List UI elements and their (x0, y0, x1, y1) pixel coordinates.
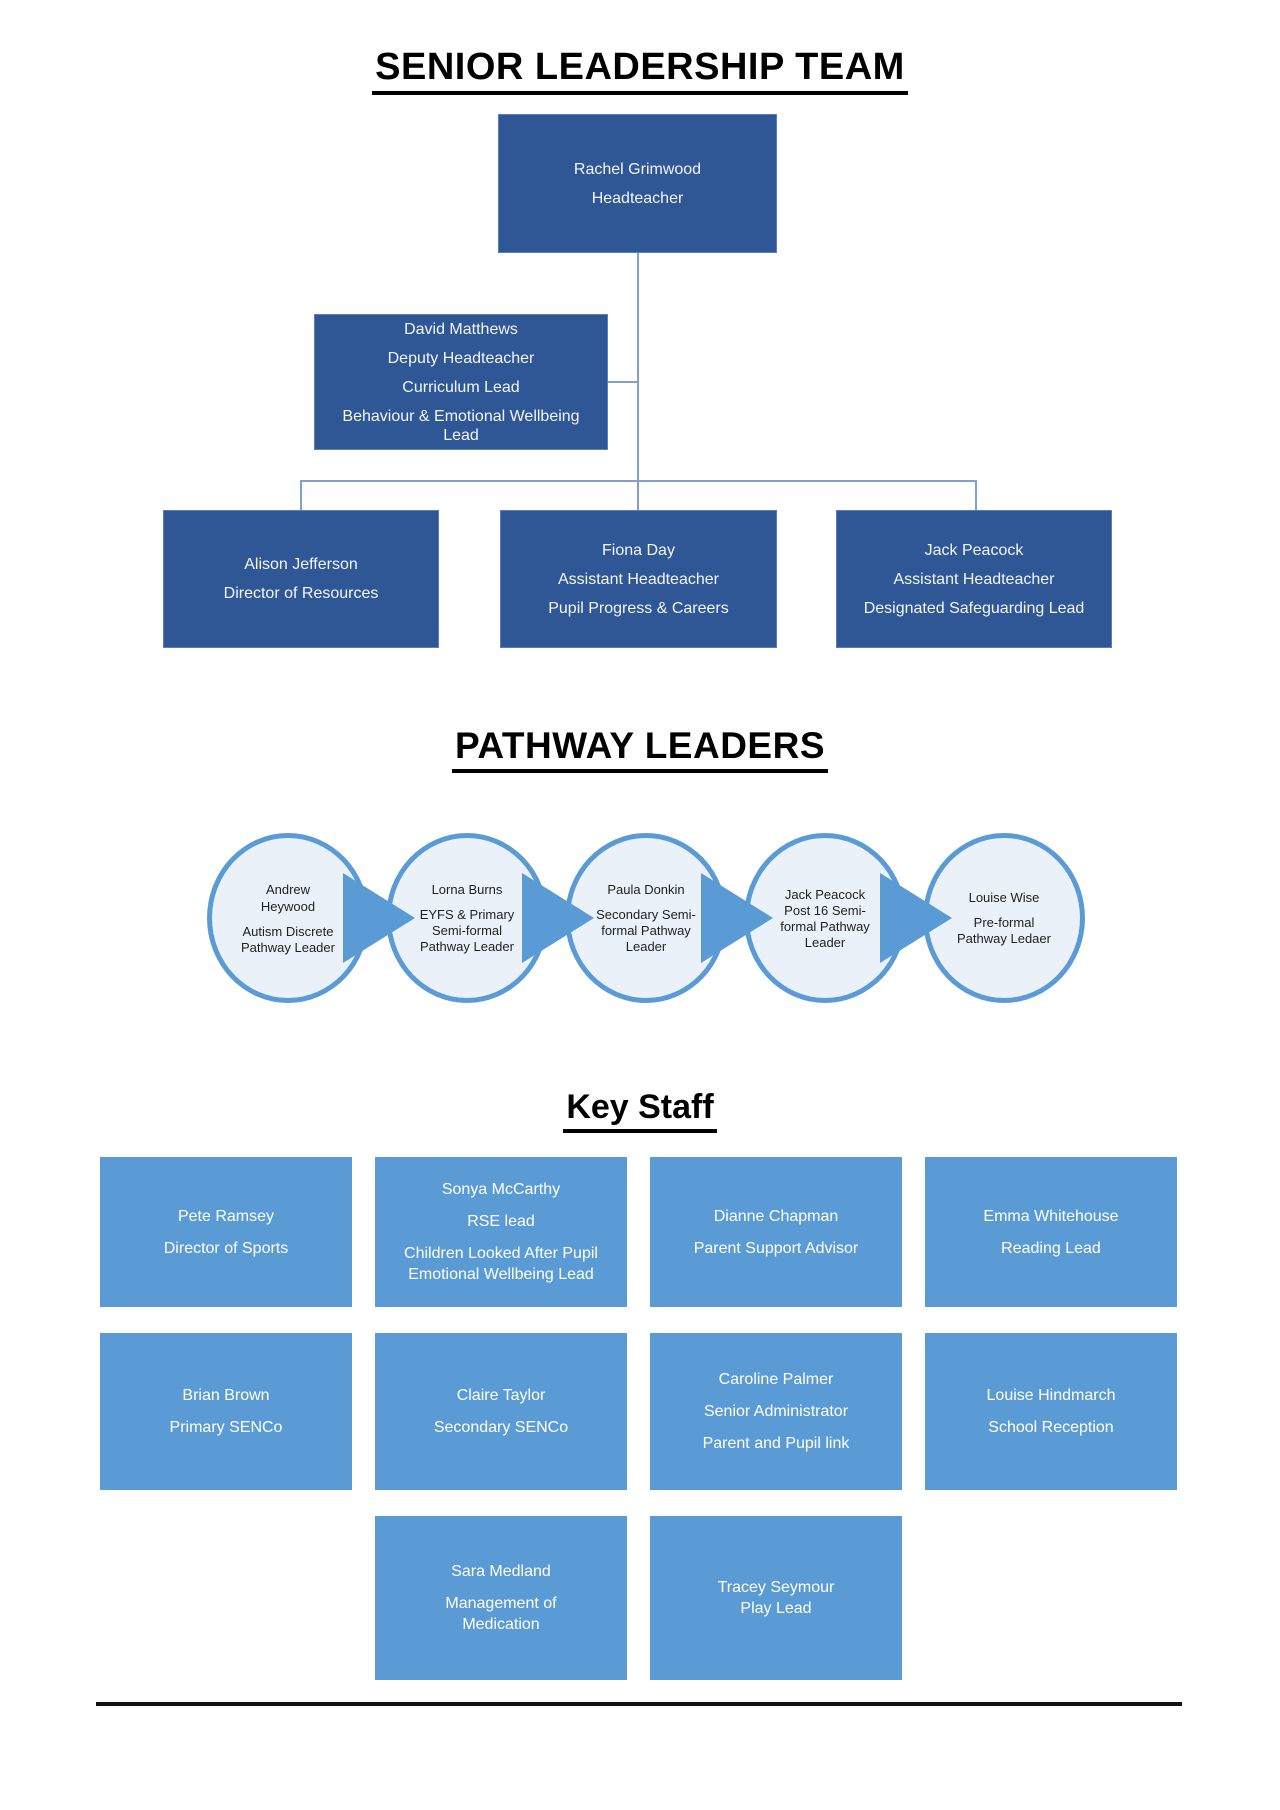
person-role: Play Lead (740, 1600, 812, 1617)
connector-vertical-main (637, 253, 639, 511)
person-name: Sonya McCarthy (441, 1181, 561, 1198)
person-role: Behaviour & Emotional Wellbeing Lead (342, 407, 580, 444)
person-name: Brian Brown (182, 1387, 270, 1404)
person-name: Dianne Chapman (713, 1207, 839, 1225)
person-role: Children Looked After Pupil Emotional We… (404, 1245, 598, 1283)
person-name: Paula Donkin (607, 882, 685, 897)
org-box-assistant-headteacher-safeguarding: Jack Peacock Assistant Headteacher Desig… (836, 510, 1112, 648)
person-name: David Matthews (404, 320, 518, 338)
section-title-senior-leadership-text: SENIOR LEADERSHIP TEAM (372, 46, 908, 95)
person-role: Assistant Headteacher (893, 570, 1055, 588)
staff-card-reading-lead: Emma Whitehouse Reading Lead (925, 1157, 1177, 1307)
pathway-circle-autism-discrete: Andrew Heywood Autism Discrete Pathway L… (207, 833, 369, 1003)
person-name: Emma Whitehouse (983, 1207, 1119, 1225)
person-role: Assistant Headteacher (558, 570, 719, 588)
staff-card-management-of-medication: Sara Medland Management of Medication (375, 1516, 627, 1680)
person-role: School Reception (988, 1419, 1114, 1436)
person-name: Caroline Palmer (718, 1371, 834, 1388)
person-role: Primary SENCo (169, 1419, 283, 1436)
staff-card-senior-administrator: Caroline Palmer Senior Administrator Par… (650, 1333, 902, 1490)
person-role: Management of Medication (445, 1595, 557, 1633)
org-box-director-of-resources: Alison Jefferson Director of Resources (163, 510, 439, 648)
person-role: Pre-formal Pathway Ledaer (957, 915, 1051, 946)
bottom-divider (96, 1702, 1182, 1706)
person-role: Curriculum Lead (402, 378, 520, 396)
pathway-circle-eyfs-primary: Lorna Burns EYFS & Primary Semi-formal P… (386, 833, 548, 1003)
arrow-right-icon (522, 873, 594, 963)
person-role: Director of Sports (163, 1239, 289, 1257)
person-name: Pete Ramsey (177, 1207, 275, 1225)
person-name: Sara Medland (451, 1563, 551, 1580)
staff-card-school-reception: Louise Hindmarch School Reception (925, 1333, 1177, 1490)
person-role: Parent and Pupil link (702, 1435, 850, 1452)
person-role: Autism Discrete Pathway Leader (241, 923, 335, 955)
person-name: Tracey Seymour (717, 1579, 835, 1596)
staff-card-secondary-senco: Claire Taylor Secondary SENCo (375, 1333, 627, 1490)
person-role: Designated Safeguarding Lead (863, 599, 1085, 617)
person-role: Pupil Progress & Careers (548, 599, 729, 617)
section-title-pathway-leaders-text: PATHWAY LEADERS (451, 725, 829, 773)
person-role: RSE lead (467, 1213, 535, 1230)
person-name: Lorna Burns (431, 882, 503, 897)
section-title-key-staff-text: Key Staff (563, 1088, 717, 1133)
section-title-pathway-leaders: PATHWAY LEADERS (0, 725, 1280, 773)
person-name: Fiona Day (602, 541, 675, 559)
staff-card-play-lead: Tracey Seymour Play Lead (650, 1516, 902, 1680)
connector-right-stub (975, 480, 977, 511)
connector-horizontal (300, 480, 977, 482)
person-role: Deputy Headteacher (387, 349, 535, 367)
person-name: Louise Wise (968, 890, 1040, 905)
person-name: Jack Peacock (924, 541, 1024, 559)
person-role: Senior Administrator (703, 1403, 849, 1420)
arrow-right-icon (701, 873, 773, 963)
staff-card-primary-senco: Brian Brown Primary SENCo (100, 1333, 352, 1490)
org-box-assistant-headteacher-progress: Fiona Day Assistant Headteacher Pupil Pr… (500, 510, 777, 648)
person-role: Headteacher (591, 189, 684, 207)
person-name: Claire Taylor (456, 1387, 546, 1404)
person-role: Secondary SENCo (433, 1419, 569, 1436)
connector-left-stub (300, 480, 302, 511)
section-title-senior-leadership: SENIOR LEADERSHIP TEAM (0, 46, 1280, 95)
org-box-deputy-headteacher: David Matthews Deputy Headteacher Curric… (314, 314, 608, 450)
arrow-right-icon (880, 873, 952, 963)
person-role: Reading Lead (1001, 1239, 1101, 1257)
person-role: Parent Support Advisor (693, 1239, 859, 1257)
person-role: EYFS & Primary Semi-formal Pathway Leade… (419, 907, 515, 954)
person-name: Rachel Grimwood (573, 160, 702, 178)
person-name: Jack Peacock (784, 886, 866, 902)
section-title-key-staff: Key Staff (0, 1088, 1280, 1133)
person-role: Director of Resources (223, 585, 379, 602)
staff-card-rse-lead: Sonya McCarthy RSE lead Children Looked … (375, 1157, 627, 1307)
person-name: Andrew Heywood (260, 881, 316, 914)
org-box-headteacher: Rachel Grimwood Headteacher (498, 114, 777, 253)
person-role: Secondary Semi-formal Pathway Leader (596, 907, 696, 954)
person-name: Louise Hindmarch (986, 1387, 1116, 1404)
person-role: Post 16 Semi-formal Pathway Leader (780, 902, 870, 950)
connector-deputy-stub (606, 381, 637, 383)
arrow-right-icon (343, 873, 415, 963)
staff-card-parent-support-advisor: Dianne Chapman Parent Support Advisor (650, 1157, 902, 1307)
person-name: Alison Jefferson (244, 556, 358, 573)
staff-card-director-of-sports: Pete Ramsey Director of Sports (100, 1157, 352, 1307)
